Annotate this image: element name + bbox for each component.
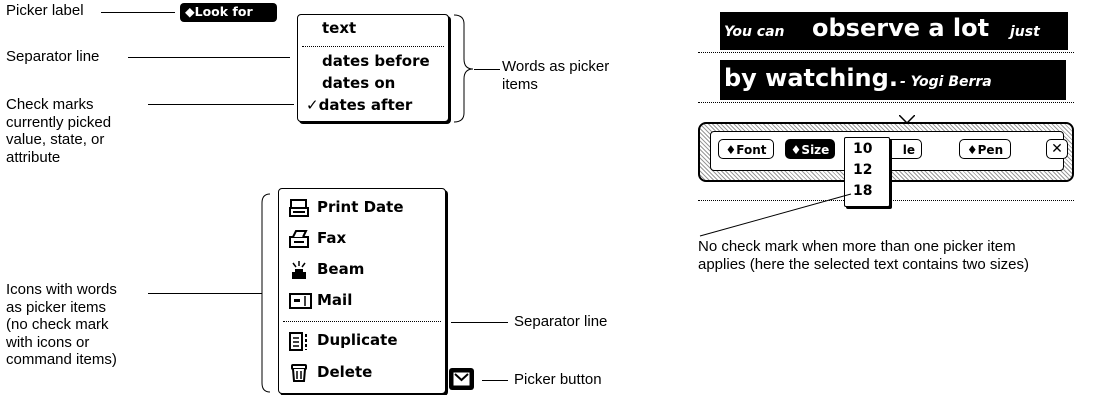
icons-line-4: with icons or bbox=[6, 333, 90, 351]
note-text-area[interactable]: You can observe a lot just by watching. … bbox=[698, 0, 1074, 215]
icons-bracket bbox=[261, 193, 271, 393]
check-marks-leader bbox=[148, 104, 294, 105]
mail-label: Mail bbox=[317, 291, 353, 309]
words-as-items-line-1: Words as picker bbox=[502, 58, 610, 75]
no-check-mark-line-1: No check mark when more than one picker … bbox=[698, 238, 1016, 255]
icons-with-words-annotation: Icons with words as picker items (no che… bbox=[6, 281, 117, 369]
fax-label: Fax bbox=[317, 229, 347, 247]
separator-line-bottom-leader bbox=[451, 322, 508, 323]
text-run-large: observe a lot bbox=[812, 14, 990, 42]
envelope-icon bbox=[453, 372, 470, 386]
trash-icon bbox=[291, 364, 307, 382]
duplicate-label: Duplicate bbox=[317, 331, 398, 349]
icons-line-3: (no check mark bbox=[6, 316, 109, 333]
picker-item-dates-before[interactable]: dates before bbox=[322, 52, 430, 70]
no-check-mark-line-2: applies (here the selected text contains… bbox=[698, 255, 1030, 273]
look-for-label-text: ◆Look for bbox=[185, 4, 253, 19]
words-as-items-line-2: items bbox=[502, 75, 538, 93]
icons-line-5: command items) bbox=[6, 351, 117, 368]
fax-icon bbox=[289, 230, 309, 248]
picker-separator bbox=[302, 46, 444, 47]
print-date-label: Print Date bbox=[317, 198, 404, 216]
command-picker-menu: Print Date Fax Beam Mail bbox=[278, 188, 446, 394]
check-marks-line-1: Check marks bbox=[6, 96, 94, 113]
text-run-large: by watching. bbox=[724, 64, 898, 92]
beam-icon bbox=[292, 261, 306, 279]
picker-label-leader bbox=[101, 12, 175, 13]
check-marks-line-3: value, state, or bbox=[6, 131, 105, 148]
text-run-small: - Yogi Berra bbox=[900, 74, 992, 90]
close-button[interactable]: ✕ bbox=[1046, 139, 1068, 159]
selected-text-line-1: You can observe a lot just bbox=[720, 12, 1068, 50]
look-for-picker-label[interactable]: ◆Look for bbox=[180, 3, 277, 22]
picker-item-mail[interactable]: Mail bbox=[279, 291, 445, 313]
font-picker-button[interactable]: ♦Font bbox=[718, 139, 774, 159]
note-dotted-line bbox=[698, 52, 1074, 53]
beam-label: Beam bbox=[317, 260, 365, 278]
text-run-small: You can bbox=[724, 24, 785, 40]
size-item-10[interactable]: 10 bbox=[853, 141, 873, 157]
words-as-items-annotation: Words as picker items bbox=[502, 58, 609, 93]
picker-item-fax[interactable]: Fax bbox=[279, 229, 445, 251]
icons-bracket-leader bbox=[148, 293, 262, 294]
separator-line-annotation: Separator line bbox=[6, 48, 100, 65]
close-icon: ✕ bbox=[1051, 141, 1063, 157]
printer-icon bbox=[289, 199, 309, 217]
picker-separator bbox=[283, 321, 441, 322]
selected-text-line-2: by watching. - Yogi Berra bbox=[720, 60, 1066, 100]
icons-line-1: Icons with words bbox=[6, 281, 117, 298]
text-run-small: just bbox=[1010, 24, 1040, 40]
size-item-12[interactable]: 12 bbox=[853, 162, 873, 178]
look-for-picker-menu: text dates before dates on ✓dates after bbox=[297, 14, 449, 122]
picker-item-text[interactable]: text bbox=[322, 19, 357, 37]
words-bracket-leader bbox=[474, 69, 500, 70]
picker-button-leader bbox=[482, 380, 508, 381]
no-check-mark-annotation: No check mark when more than one picker … bbox=[698, 238, 1029, 273]
check-marks-line-4: attribute bbox=[6, 148, 61, 166]
picker-item-dates-after[interactable]: ✓dates after bbox=[298, 96, 448, 114]
note-dotted-line bbox=[698, 102, 1074, 103]
picker-label-annotation: Picker label bbox=[6, 2, 84, 19]
picker-item-delete[interactable]: Delete bbox=[279, 363, 445, 385]
size-picker-menu: 10 12 18 bbox=[844, 137, 890, 207]
separator-line-leader bbox=[128, 57, 290, 58]
words-bracket bbox=[453, 14, 474, 123]
dates-after-label: dates after bbox=[318, 96, 413, 114]
icons-line-2: as picker items bbox=[6, 298, 107, 316]
style-picker-button[interactable]: le bbox=[884, 139, 922, 159]
size-item-18[interactable]: 18 bbox=[853, 183, 873, 199]
picker-item-duplicate[interactable]: Duplicate bbox=[279, 331, 445, 353]
pen-picker-button[interactable]: ♦Pen bbox=[959, 139, 1011, 159]
picker-button[interactable] bbox=[449, 368, 474, 390]
picker-item-dates-on[interactable]: dates on bbox=[322, 74, 396, 92]
check-mark-icon: ✓ bbox=[306, 96, 319, 114]
mail-icon bbox=[289, 293, 312, 309]
picker-item-beam[interactable]: Beam bbox=[279, 260, 445, 282]
separator-line-bottom-annotation: Separator line bbox=[514, 313, 608, 330]
delete-label: Delete bbox=[317, 363, 373, 381]
picker-button-annotation: Picker button bbox=[514, 371, 602, 388]
picker-item-print-date[interactable]: Print Date bbox=[279, 198, 445, 220]
size-picker-button[interactable]: ♦Size bbox=[785, 139, 835, 159]
check-marks-annotation: Check marks currently picked value, stat… bbox=[6, 96, 111, 166]
duplicate-icon bbox=[289, 332, 307, 351]
no-check-mark-leader bbox=[699, 193, 852, 237]
check-marks-line-2: currently picked bbox=[6, 113, 112, 131]
